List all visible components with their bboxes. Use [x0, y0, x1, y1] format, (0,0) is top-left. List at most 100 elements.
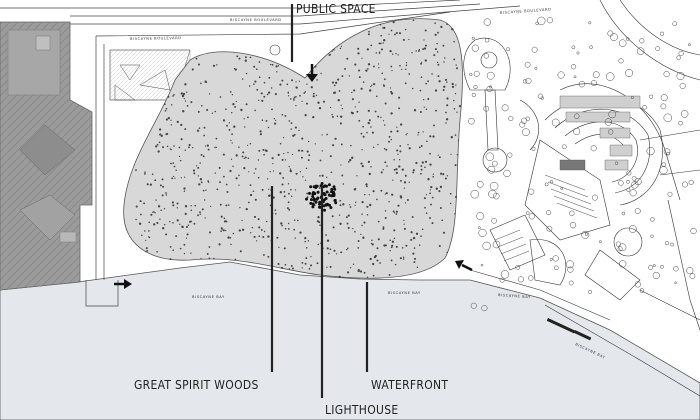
tree-dot: [424, 59, 427, 62]
tree-dot: [188, 143, 191, 147]
stone: [565, 260, 574, 269]
tree-dot: [158, 128, 162, 131]
tree-dot: [277, 65, 280, 67]
tree-dot: [378, 42, 381, 45]
tree-dot: [442, 88, 445, 92]
tree-dot: [301, 100, 303, 103]
tree-dot: [408, 38, 410, 41]
tree-dot: [165, 194, 168, 196]
tree-dot: [455, 64, 457, 66]
tree-dot: [377, 143, 379, 146]
tree-dot: [433, 124, 435, 127]
tree-dot: [352, 227, 354, 230]
stone: [540, 96, 544, 100]
tree-dot: [232, 232, 235, 235]
tree-dot: [274, 122, 277, 125]
stone: [537, 93, 544, 99]
tree-dot: [373, 83, 376, 86]
tree-dot: [208, 93, 211, 95]
tree-dot: [163, 208, 166, 210]
tree-dot: [424, 206, 426, 209]
tree-dot: [420, 145, 423, 147]
tree-dot: [402, 256, 405, 258]
stone: [690, 227, 697, 235]
tree-dot: [197, 214, 199, 217]
stone: [473, 70, 480, 77]
tree-dot: [185, 237, 188, 239]
tree-dot: [374, 110, 377, 113]
stair-details: [494, 174, 598, 262]
scattered-stones: [468, 16, 697, 312]
lighthouse-dot: [323, 193, 327, 197]
tree-dot: [312, 95, 315, 98]
tree-dot: [274, 213, 277, 215]
tree-dot: [148, 236, 151, 239]
tree-dot: [382, 227, 385, 230]
tree-dot: [346, 57, 349, 60]
tree-dot: [371, 84, 373, 86]
tree-dot: [326, 133, 328, 136]
tree-dot: [400, 179, 402, 182]
tree-dot: [320, 72, 322, 75]
tree-dot: [258, 235, 261, 238]
tree-dot: [385, 148, 388, 151]
stone: [604, 118, 613, 126]
tree-dot: [418, 146, 421, 149]
tree-dot: [340, 104, 342, 106]
tree-dot: [390, 29, 393, 32]
tree-dot: [267, 126, 270, 129]
tree-dot: [306, 150, 309, 153]
tree-dot: [389, 49, 392, 53]
tree-dot: [361, 165, 364, 168]
lighthouse-dot: [323, 208, 326, 212]
stone: [491, 218, 497, 224]
stone: [676, 55, 681, 60]
tree-dot: [394, 33, 396, 36]
tree-dot: [440, 172, 443, 175]
tree-dot: [432, 173, 434, 175]
tree-dot: [318, 106, 322, 110]
tree-dot: [248, 171, 250, 173]
tree-dot: [404, 202, 407, 204]
tree-dot: [345, 216, 348, 219]
tree-dot: [348, 75, 350, 77]
tree-dot: [240, 108, 243, 112]
tree-dot: [279, 83, 282, 86]
stone: [590, 80, 597, 86]
tree-dot: [358, 119, 361, 122]
tree-dot: [356, 110, 359, 113]
tree-dot: [419, 89, 422, 92]
tree-dot: [302, 176, 304, 178]
tree-dot: [258, 76, 261, 79]
stone: [537, 16, 546, 26]
tree-dot: [269, 194, 271, 197]
tree-dot: [362, 125, 364, 128]
tree-dot: [354, 106, 356, 108]
tree-dot: [296, 219, 299, 222]
lighthouse-dot-cluster: [305, 182, 338, 212]
tree-dot: [258, 149, 261, 152]
stone: [589, 45, 593, 49]
tree-dot: [183, 97, 185, 100]
tree-dot: [199, 178, 203, 181]
tree-dot: [443, 85, 446, 88]
tree-dot: [183, 187, 186, 190]
stone: [569, 210, 575, 216]
tree-dot: [162, 185, 165, 188]
tree-dot: [218, 166, 221, 169]
tree-dot: [403, 219, 405, 222]
tree-dot: [349, 204, 351, 206]
tree-dot: [359, 270, 363, 273]
tree-dot: [361, 57, 363, 59]
tree-dot: [216, 64, 218, 66]
tree-dot: [227, 191, 229, 193]
tree-dot: [333, 91, 337, 94]
tree-dot: [289, 98, 292, 100]
tree-dot: [243, 118, 245, 120]
stone: [680, 110, 689, 118]
tree-dot: [204, 145, 207, 147]
stone: [515, 264, 521, 270]
tree-dot: [366, 205, 369, 208]
tree-dot: [287, 222, 290, 225]
